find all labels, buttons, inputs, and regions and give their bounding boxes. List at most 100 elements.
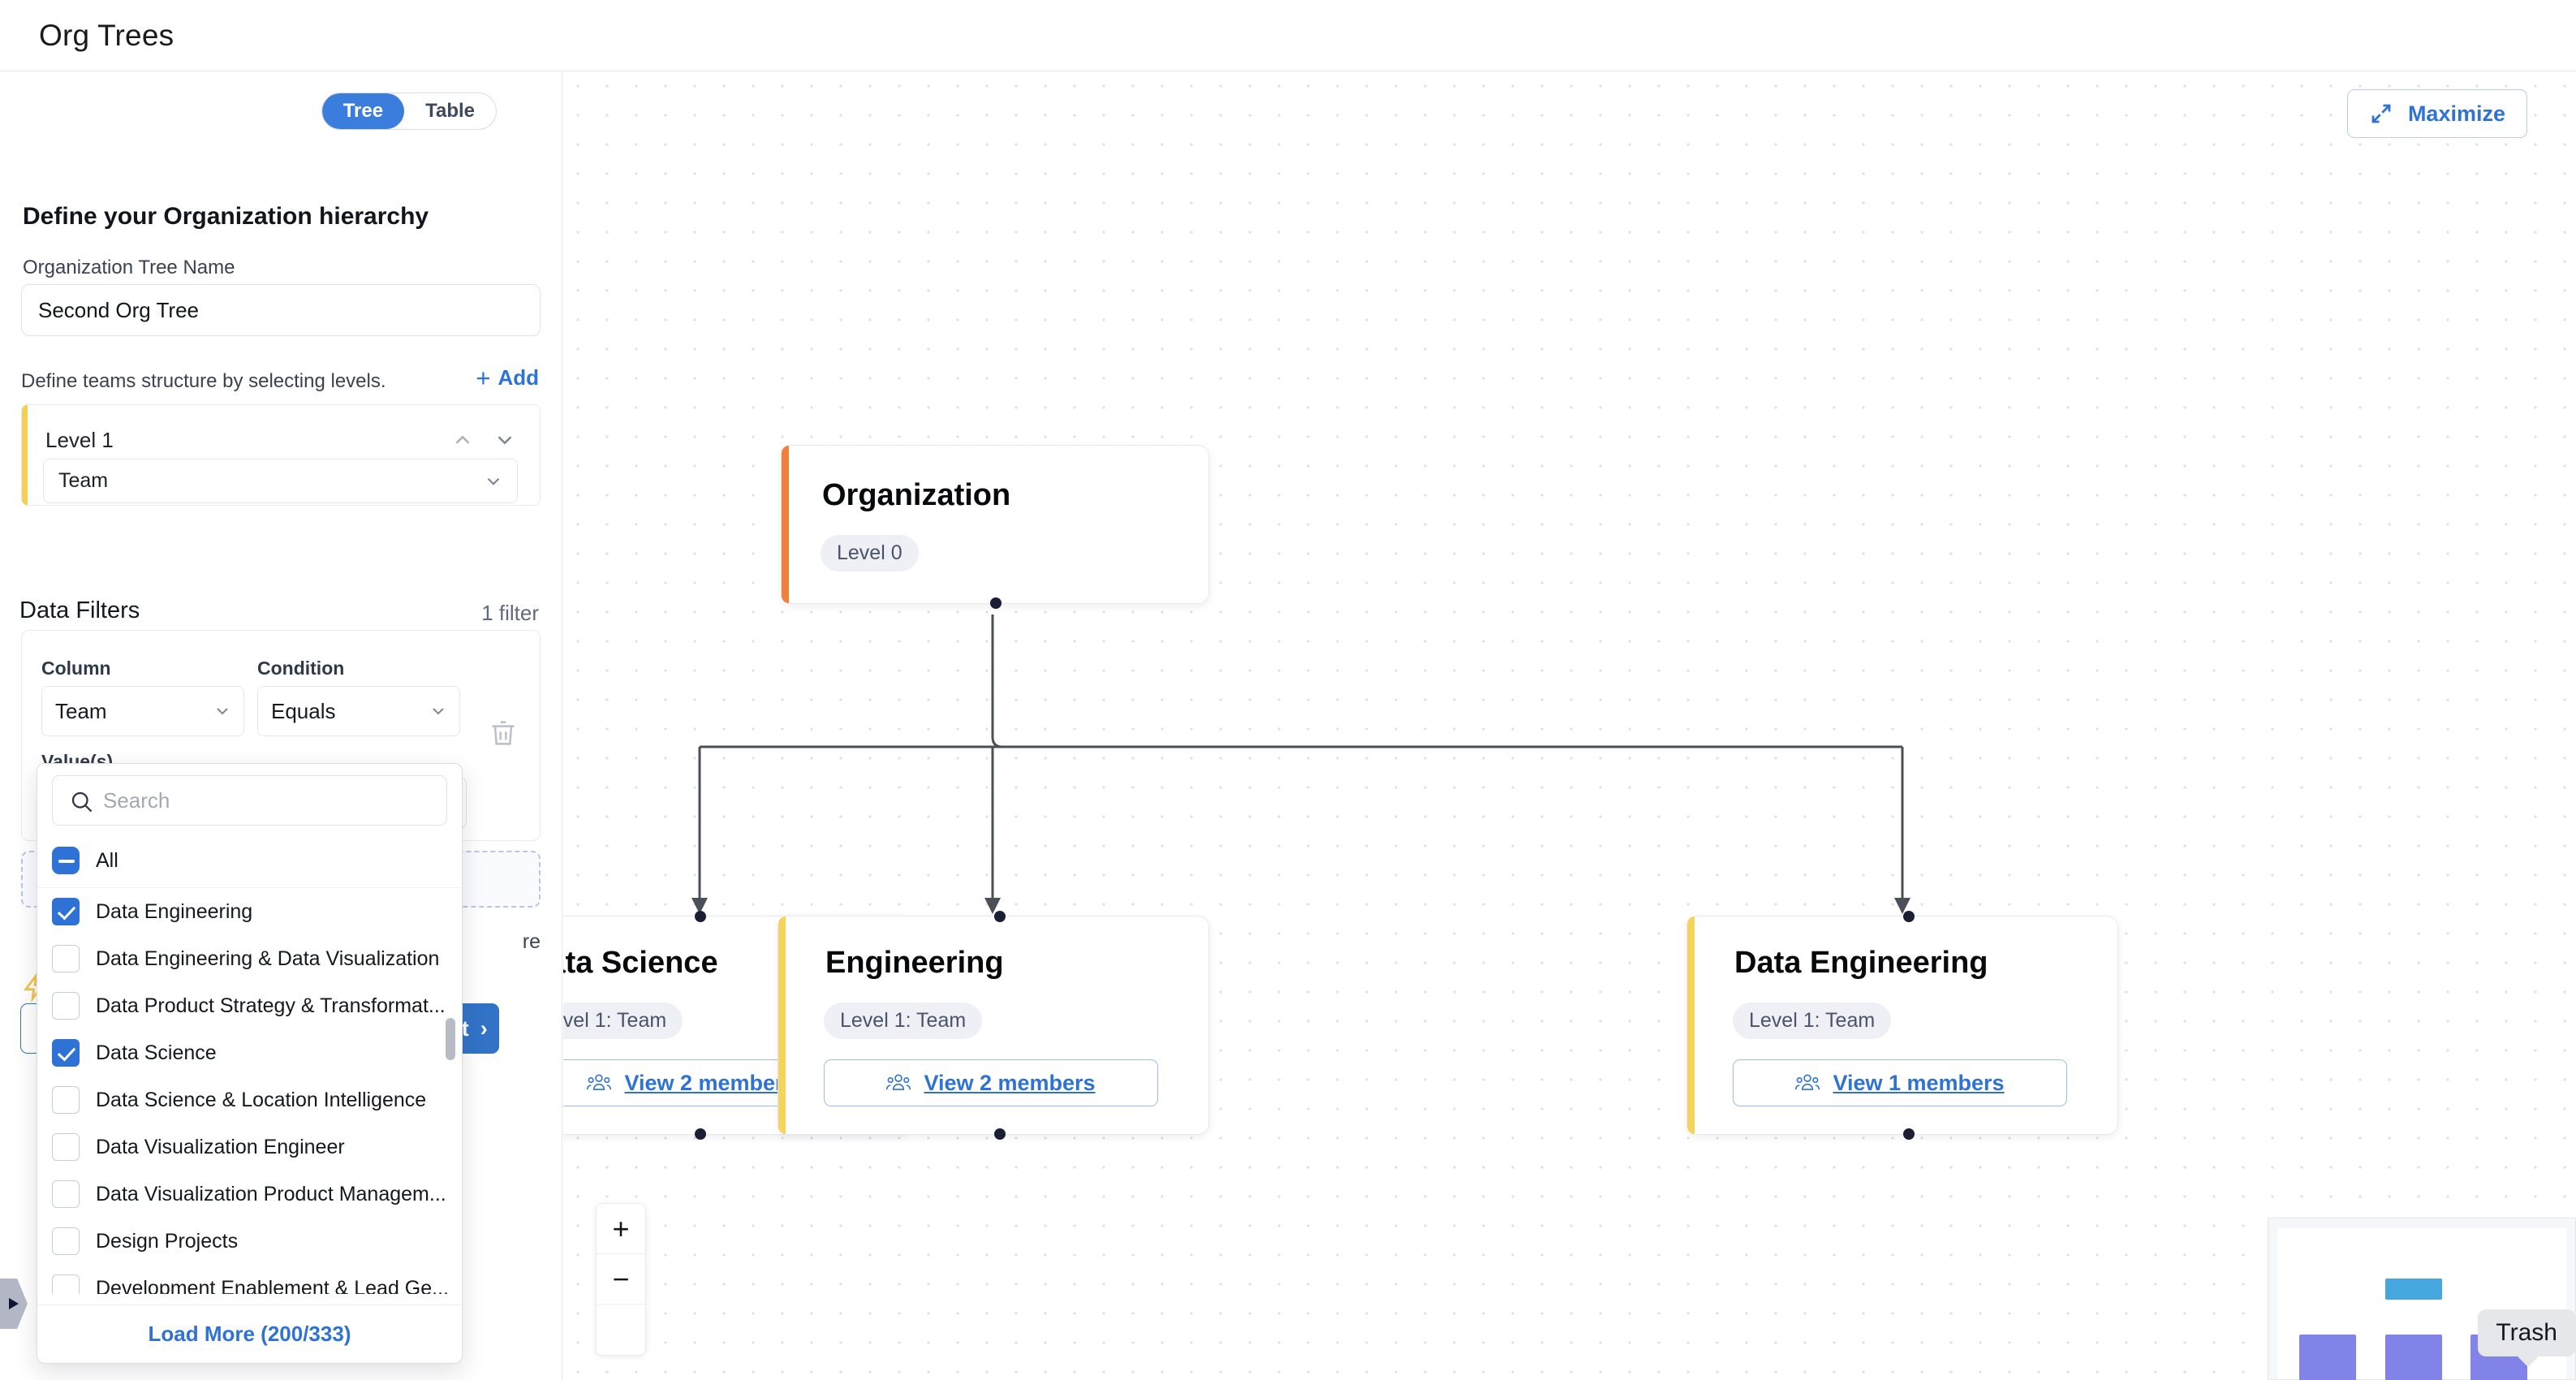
org-node-data-engineering[interactable]: Data Engineering Level 1: Team View 1 me… <box>1686 911 2118 1140</box>
option-all[interactable]: All <box>37 834 462 888</box>
view-toggle[interactable]: Tree Table <box>321 93 497 130</box>
page-title: Org Trees <box>39 18 174 52</box>
trash-tooltip: Trash <box>2478 1309 2575 1367</box>
view-members-label: View 2 members <box>924 1070 1096 1095</box>
checkbox-icon[interactable] <box>52 1039 80 1067</box>
option-label: Data Science <box>96 1041 217 1064</box>
move-level-down-icon[interactable] <box>493 428 517 452</box>
load-more-button[interactable]: Load More (200/333) <box>37 1305 462 1363</box>
view-members-button[interactable]: View 2 members <box>824 1059 1158 1106</box>
option-label: Data Science & Location Intelligence <box>96 1088 427 1111</box>
zoom-out-button[interactable]: − <box>597 1254 645 1305</box>
org-node-data-science[interactable]: Data Science Level 1: Team View 2 member… <box>563 911 910 1140</box>
checkbox-icon[interactable] <box>52 992 80 1020</box>
section-heading: Define your Organization hierarchy <box>23 203 429 230</box>
node-port-top <box>1903 911 1915 922</box>
values-dropdown-popup[interactable]: All Data Engineering Data Engineering & … <box>37 763 463 1364</box>
org-node-engineering[interactable]: Engineering Level 1: Team View 2 members <box>778 911 1209 1140</box>
list-item[interactable]: Design Projects <box>37 1218 462 1265</box>
list-item[interactable]: Data Engineering <box>37 888 462 935</box>
filters-more-text: re <box>522 930 541 953</box>
checkbox-icon[interactable] <box>52 1133 80 1161</box>
data-filters-title: Data Filters <box>19 597 140 623</box>
search-input[interactable] <box>103 787 412 813</box>
chevron-down-icon <box>483 471 504 492</box>
data-filters-count: 1 filter <box>481 601 539 625</box>
node-title: Data Science <box>563 946 718 980</box>
filter-condition-label: Condition <box>257 658 345 679</box>
zoom-in-button[interactable]: + <box>597 1204 645 1254</box>
option-label: Data Engineering & Data Visualization <box>96 947 440 970</box>
list-item[interactable]: Data Engineering & Data Visualization <box>37 935 462 982</box>
maximize-label: Maximize <box>2407 101 2505 126</box>
node-port-top <box>994 911 1006 922</box>
option-label: Data Engineering <box>96 899 253 923</box>
list-item[interactable]: Data Science & Location Intelligence <box>37 1076 462 1123</box>
search-field-wrapper[interactable] <box>52 775 447 826</box>
maximize-button[interactable]: Maximize <box>2346 89 2527 138</box>
checkbox-icon[interactable] <box>52 1274 80 1294</box>
checkbox-indeterminate-icon[interactable] <box>52 847 80 874</box>
levels-caption: Define teams structure by selecting leve… <box>21 370 386 392</box>
options-scrollbar[interactable] <box>446 1018 455 1060</box>
node-level-badge: Level 1: Team <box>563 1003 683 1039</box>
members-icon <box>886 1072 911 1093</box>
level-type-value: Team <box>58 469 109 492</box>
filter-condition-select[interactable]: Equals <box>257 686 460 736</box>
node-title: Organization <box>822 478 1011 512</box>
minimap[interactable]: Trash <box>2268 1218 2576 1380</box>
tree-name-input[interactable] <box>21 284 541 336</box>
org-chart-canvas[interactable]: Maximize Organization Level 0 Data Scien… <box>563 71 2576 1380</box>
checkbox-icon[interactable] <box>52 1227 80 1255</box>
checkbox-icon[interactable] <box>52 1086 80 1114</box>
connector-edges <box>691 615 1910 914</box>
add-level-button[interactable]: + Add <box>476 365 539 390</box>
zoom-controls[interactable]: + − <box>596 1203 646 1356</box>
minimap-node-child <box>2299 1335 2356 1380</box>
tab-table[interactable]: Table <box>404 93 496 129</box>
options-list[interactable]: Data Engineering Data Engineering & Data… <box>37 888 462 1294</box>
list-item[interactable]: Development Enablement & Lead Ge... <box>37 1265 462 1294</box>
view-members-label: View 1 members <box>1833 1070 2005 1095</box>
tab-tree[interactable]: Tree <box>321 93 405 129</box>
filter-condition-value: Equals <box>271 698 336 723</box>
list-item[interactable]: Data Visualization Product Managem... <box>37 1171 462 1218</box>
level-type-select[interactable]: Team <box>43 459 518 503</box>
popup-search-area <box>37 764 462 834</box>
node-level-badge: Level 0 <box>821 535 919 571</box>
filter-column-value: Team <box>55 698 107 723</box>
search-icon <box>69 789 93 813</box>
chevron-right-icon: › <box>480 1016 488 1041</box>
checkbox-icon[interactable] <box>52 898 80 925</box>
node-port-bottom <box>1903 1128 1915 1140</box>
option-all-label: All <box>96 848 118 872</box>
maximize-icon <box>2369 101 2393 126</box>
top-bar: Org Trees <box>0 0 2576 71</box>
view-members-button[interactable]: View 1 members <box>1733 1059 2067 1106</box>
members-icon <box>587 1072 612 1093</box>
delete-filter-icon[interactable] <box>487 717 519 749</box>
minimap-node-root <box>2385 1279 2442 1300</box>
triangle-right-icon <box>9 1298 19 1309</box>
tree-name-label: Organization Tree Name <box>23 257 235 278</box>
members-icon <box>1795 1072 1820 1093</box>
checkbox-icon[interactable] <box>52 1180 80 1208</box>
org-node-root[interactable]: Organization Level 0 <box>781 445 1209 609</box>
filter-column-label: Column <box>41 658 111 679</box>
filter-column-select[interactable]: Team <box>41 686 244 736</box>
option-label: Data Visualization Product Managem... <box>96 1182 446 1205</box>
option-label: Design Projects <box>96 1229 239 1253</box>
view-members-label: View 2 members <box>624 1070 796 1095</box>
list-item[interactable]: Data Science <box>37 1029 462 1076</box>
option-label: Development Enablement & Lead Ge... <box>96 1276 449 1295</box>
node-port-bottom <box>990 597 1002 609</box>
level-card-title: Level 1 <box>45 428 114 452</box>
fit-view-button[interactable] <box>597 1305 645 1355</box>
list-item[interactable]: Data Product Strategy & Transformat... <box>37 982 462 1029</box>
checkbox-icon[interactable] <box>52 945 80 972</box>
option-label: Data Visualization Engineer <box>96 1135 345 1158</box>
node-level-badge: Level 1: Team <box>824 1003 983 1039</box>
move-level-up-icon[interactable] <box>450 428 475 452</box>
level-card: Level 1 Team <box>21 404 541 506</box>
list-item[interactable]: Data Visualization Engineer <box>37 1123 462 1171</box>
